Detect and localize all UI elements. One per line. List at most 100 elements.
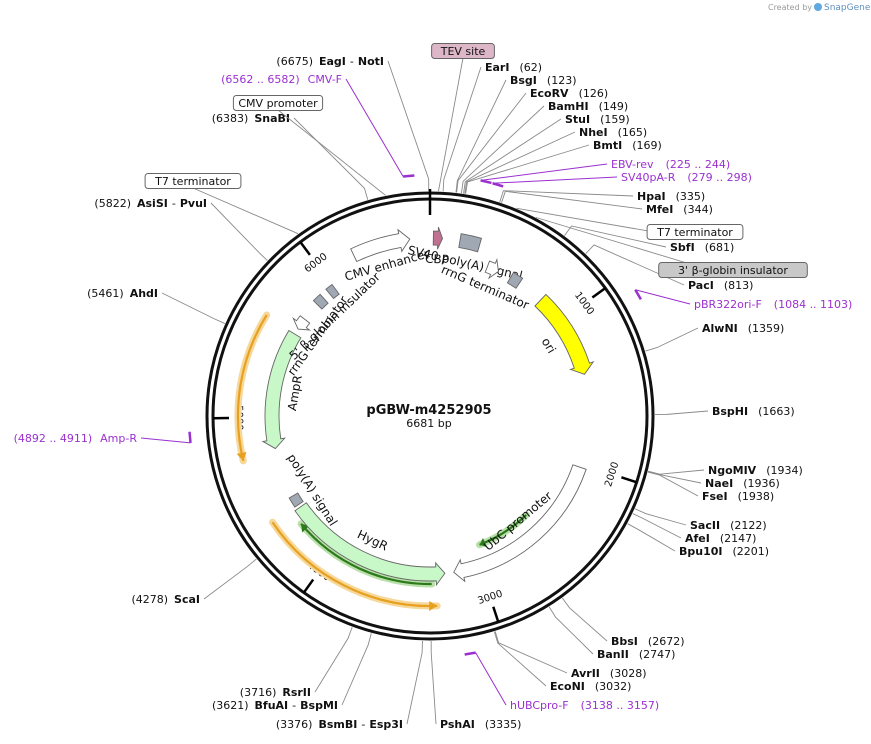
site-label-scai[interactable]: (4278)ScaI [131, 593, 200, 606]
site-leader [499, 190, 634, 203]
site-leader [161, 292, 226, 324]
orf-arc [271, 521, 438, 608]
feature-box-label: TEV site [440, 45, 486, 58]
feature-cmv-enhancer[interactable] [350, 228, 411, 263]
feature-box[interactable] [646, 224, 744, 240]
site-label-snabi[interactable]: (6383)SnaBI [212, 112, 290, 125]
site-label-ngomiv[interactable]: NgoMIV(1934) [708, 464, 803, 477]
site-label-naei[interactable]: NaeI(1936) [705, 477, 780, 490]
site-label-stui[interactable]: StuI(159) [565, 113, 630, 126]
feature-sv40-poly-a-signal[interactable] [458, 233, 483, 253]
plasmid-length: 6681 bp [406, 417, 451, 430]
site-label-afei[interactable]: AfeI(2147) [685, 532, 756, 545]
orf-arcs [234, 311, 530, 611]
primer-leader [140, 437, 191, 444]
primer-label-ebv-rev[interactable]: EBV-rev(225 .. 244) [611, 158, 730, 171]
site-leader [293, 117, 369, 200]
feature-5-globin-insulator[interactable] [312, 293, 329, 310]
site-label-sbfi[interactable]: SbfI(681) [670, 241, 734, 254]
feature-3-globin-insulator[interactable] [506, 271, 524, 289]
orf-arrowhead [236, 451, 247, 461]
feature-rrng-terminator[interactable] [292, 315, 312, 331]
site-label-bsmbi[interactable]: (3376)BsmBI-Esp3I [276, 718, 403, 731]
primer-labels: (6562 .. 6582)CMV-F EBV-rev(225 .. 244)SV… [14, 73, 853, 712]
feature-ori[interactable] [534, 293, 595, 375]
site-leader [406, 640, 423, 725]
feature-box-label: CMV promoter [238, 97, 318, 110]
site-label-bpu10i[interactable]: Bpu10I(2201) [679, 545, 769, 558]
site-leader-lines [161, 60, 709, 725]
site-label-hpai[interactable]: HpaI(335) [637, 190, 705, 203]
site-leader [464, 131, 576, 194]
feature-box[interactable] [144, 173, 242, 189]
primer-label-pbr322ori-f[interactable]: pBR322ori-F(1084 .. 1103) [694, 298, 852, 311]
site-label-paci[interactable]: PacI(813) [688, 279, 753, 292]
site-leader [494, 631, 568, 674]
site-label-eagi[interactable]: (6675)EagI-NotI [276, 55, 384, 68]
site-label-pshai[interactable]: PshAI(3335) [440, 718, 521, 731]
site-label-bsphi[interactable]: BspHI(1663) [712, 405, 795, 418]
feature-t7-terminator[interactable] [325, 283, 340, 300]
primer-leader [345, 78, 404, 177]
feature-box[interactable] [232, 95, 324, 111]
site-leader [627, 523, 676, 552]
site-label-avrii[interactable]: AvrII(3028) [571, 667, 646, 680]
site-label-ahdi[interactable]: (5461)AhdI [87, 287, 158, 300]
site-label-rsrii[interactable]: (3716)RsrII [240, 686, 311, 699]
site-label-bamhi[interactable]: BamHI(149) [548, 100, 628, 113]
primer-label-hubcpro-f[interactable]: hUBCpro-F(3138 .. 3157) [510, 699, 659, 712]
feature-label: CBP [425, 252, 449, 267]
primer-label-amp-r[interactable]: (4892 .. 4911)Amp-R [14, 432, 138, 445]
bp-tick-label: 1000 [572, 290, 596, 317]
feature-label: AmpR [285, 374, 305, 412]
plasmid-backbone [205, 189, 655, 641]
primer-label-cmv-f[interactable]: (6562 .. 6582)CMV-F [221, 73, 342, 86]
site-label-bbsi[interactable]: BbsI(2672) [611, 635, 684, 648]
site-label-asisi[interactable]: (5822)AsiSI-PvuI [94, 197, 207, 210]
plasmid-name: pGBW-m4252905 [366, 403, 491, 418]
site-leader [456, 92, 527, 193]
site-label-eari[interactable]: EarI(62) [485, 61, 542, 74]
site-label-nhei[interactable]: NheI(165) [579, 126, 647, 139]
bp-tick-label: 2000 [603, 461, 621, 489]
orf-arc [300, 523, 432, 586]
feature-cbp[interactable] [432, 227, 444, 250]
brand-name: SnapGene [824, 3, 871, 13]
site-leader [493, 631, 547, 687]
feature-box-label: T7 terminator [656, 226, 733, 239]
site-label-fsei[interactable]: FseI(1938) [702, 490, 774, 503]
snapgene-brand: Created by SnapGene [768, 3, 871, 13]
site-leader [314, 626, 353, 693]
primer-label-sv40pa-r[interactable]: SV40pA-R(279 .. 298) [621, 171, 752, 184]
feature-label: ori [539, 335, 559, 356]
site-label-bfuai[interactable]: (3621)BfuAI-BspMI [212, 699, 338, 712]
site-leader [564, 225, 667, 248]
site-leader [442, 66, 482, 192]
site-label-banii[interactable]: BanII(2747) [597, 648, 675, 661]
feature-hygr[interactable] [294, 502, 446, 587]
site-label-alwni[interactable]: AlwNI(1359) [702, 322, 784, 335]
feature-ampr[interactable] [261, 329, 302, 450]
feature-box[interactable] [431, 43, 495, 59]
feature-box-label: T7 terminator [154, 175, 231, 188]
site-leader [561, 597, 608, 642]
primer-bar [634, 289, 642, 300]
site-label-bsgi[interactable]: BsgI(123) [510, 74, 577, 87]
site-label-ecorv[interactable]: EcoRV(126) [530, 87, 608, 100]
feature-poly-a-signal[interactable] [288, 492, 304, 508]
bp-tick [302, 578, 315, 594]
primer-leader [492, 176, 618, 184]
site-label-econi[interactable]: EcoNI(3032) [550, 680, 631, 693]
site-label-mfei[interactable]: MfeI(344) [646, 203, 713, 216]
site-label-bmti[interactable]: BmtI(169) [593, 139, 662, 152]
feature-ubc-promoter[interactable] [453, 464, 587, 583]
feature-box[interactable] [658, 262, 808, 278]
feature-rrng-terminator[interactable] [484, 258, 499, 280]
orf-arrowhead [479, 537, 487, 548]
primer-bar [480, 179, 492, 185]
site-leader [634, 508, 687, 526]
site-leader [341, 633, 372, 706]
box-label-leader [192, 187, 299, 235]
site-label-sacii[interactable]: SacII(2122) [690, 519, 767, 532]
